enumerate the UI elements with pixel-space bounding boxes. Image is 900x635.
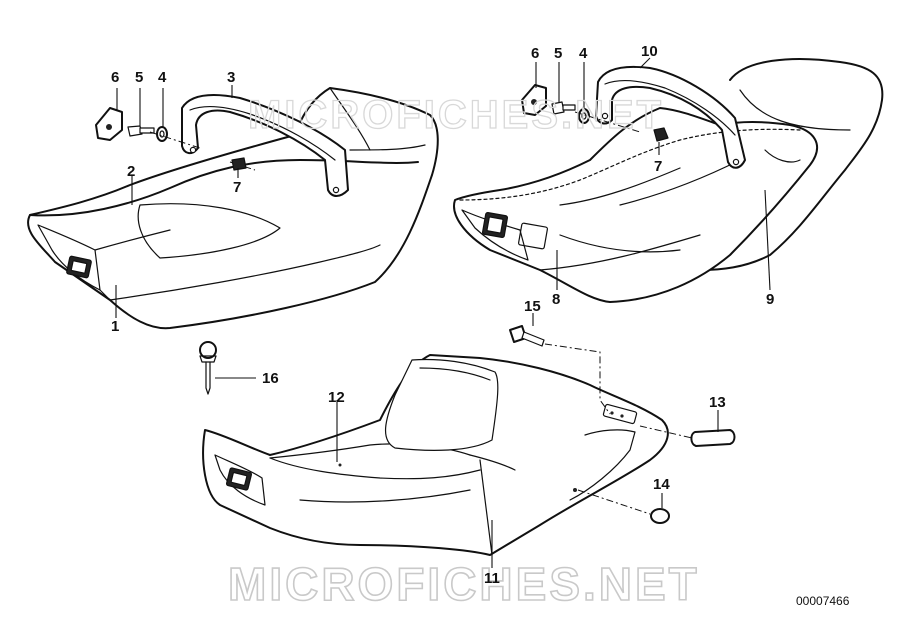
callout-13: 13 [709,394,726,411]
grab-handle-right [595,65,746,169]
callout-10: 10 [641,43,658,60]
callout-5-right: 5 [554,45,562,62]
callout-12: 12 [328,389,345,406]
watermark-bottom: MICROFICHES.NET [228,558,700,610]
callout-6: 6 [111,69,119,86]
callout-5: 5 [135,69,143,86]
pin-16 [199,341,217,395]
watermark-top: MICROFICHES.NET [248,93,664,137]
screw-15 [509,325,611,415]
grab-handle-left [181,94,349,197]
callout-2: 2 [127,163,135,180]
callout-11: 11 [484,570,500,587]
callout-9: 9 [766,291,774,308]
callout-8: 8 [552,291,560,308]
seat-bottom [202,354,669,556]
cap-13 [639,425,736,447]
callout-15: 15 [524,298,541,315]
callout-14: 14 [653,476,670,493]
cap-14 [577,489,670,524]
callout-6-right: 6 [531,45,539,62]
callout-1: 1 [111,318,119,335]
hardware-left [95,107,256,171]
callout-3: 3 [227,69,235,86]
callout-16: 16 [262,370,279,387]
callout-7-right: 7 [654,158,662,175]
callout-7: 7 [233,179,241,196]
hardware-right [521,84,669,142]
leader-lines [115,57,771,568]
diagram-reference-number: 00007466 [796,594,850,608]
callout-4-right: 4 [579,45,588,62]
callout-4: 4 [158,69,167,86]
